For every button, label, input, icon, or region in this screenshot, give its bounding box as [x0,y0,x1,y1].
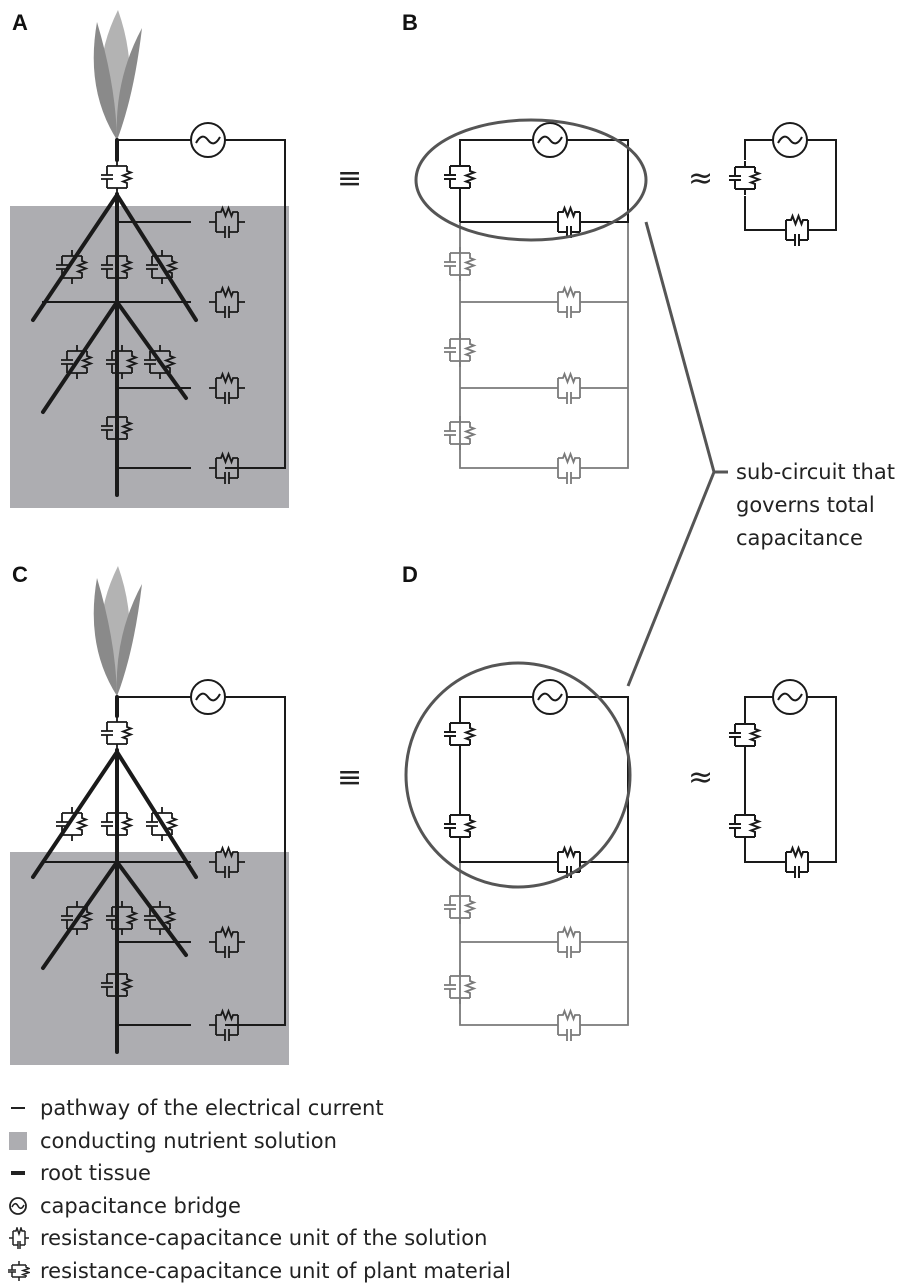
panel-label-c: C [12,562,28,587]
sub-circuit-ellipse-b [414,118,648,242]
panel-label-b: B [402,10,418,35]
current-pathway-icon [8,1103,40,1113]
sub-circuit-b [443,122,629,239]
plant-leaves-c [93,566,142,696]
sub-circuit-ellipse-d [404,661,632,889]
callout-connector [626,221,728,687]
root-tissue-icon [8,1168,40,1178]
legend-label-nutrient-solution: conducting nutrient solution [40,1128,337,1153]
capacitance-bridge-c [190,679,226,715]
legend-label-capacitance-bridge: capacitance bridge [40,1193,241,1218]
plant-rc-unit-icon [8,1260,40,1282]
circuit-wires-c [42,696,286,1026]
legend-item-solution-rc-unit: resistance-capacitance unit of the solut… [8,1222,608,1255]
legend-label-current-pathway: pathway of the electrical current [40,1096,384,1121]
legend-item-plant-rc-unit: resistance-capacitance unit of plant mat… [8,1255,608,1287]
legend-item-current-pathway: pathway of the electrical current [8,1092,608,1125]
sub-circuit-d [443,679,629,879]
faded-circuit-d [443,862,629,1042]
solution-rc-unit-icon [8,1227,40,1250]
approx-symbol-bottom: ≈ [688,760,713,795]
callout-line-2: governs total [736,493,875,517]
legend-item-root-tissue: root tissue [8,1157,608,1190]
equivalent-symbol-top: ≡ [337,161,362,196]
capacitance-bridge-a [190,122,226,158]
approx-symbol-top: ≈ [688,161,713,196]
plant-leaves-a [93,10,142,140]
simplified-circuit-d [728,679,837,879]
legend-item-capacitance-bridge: capacitance bridge [8,1190,608,1223]
equivalent-symbol-bottom: ≡ [337,760,362,795]
legend-item-nutrient-solution: conducting nutrient solution [8,1125,608,1158]
legend-label-solution-rc-unit: resistance-capacitance unit of the solut… [40,1226,488,1251]
callout-line-3: capacitance [736,526,863,550]
simplified-circuit-b [728,122,837,247]
panel-label-a: A [12,10,28,35]
legend-label-plant-rc-unit: resistance-capacitance unit of plant mat… [40,1258,511,1283]
nutrient-solution-c [10,852,289,1065]
faded-circuit-b [443,222,629,485]
panel-label-d: D [402,562,418,587]
capacitance-bridge-icon [8,1196,40,1216]
callout-line-1: sub-circuit that [736,460,895,484]
legend-label-root-tissue: root tissue [40,1161,151,1186]
nutrient-solution-swatch-icon [8,1131,40,1151]
legend: pathway of the electrical current conduc… [8,1092,608,1287]
